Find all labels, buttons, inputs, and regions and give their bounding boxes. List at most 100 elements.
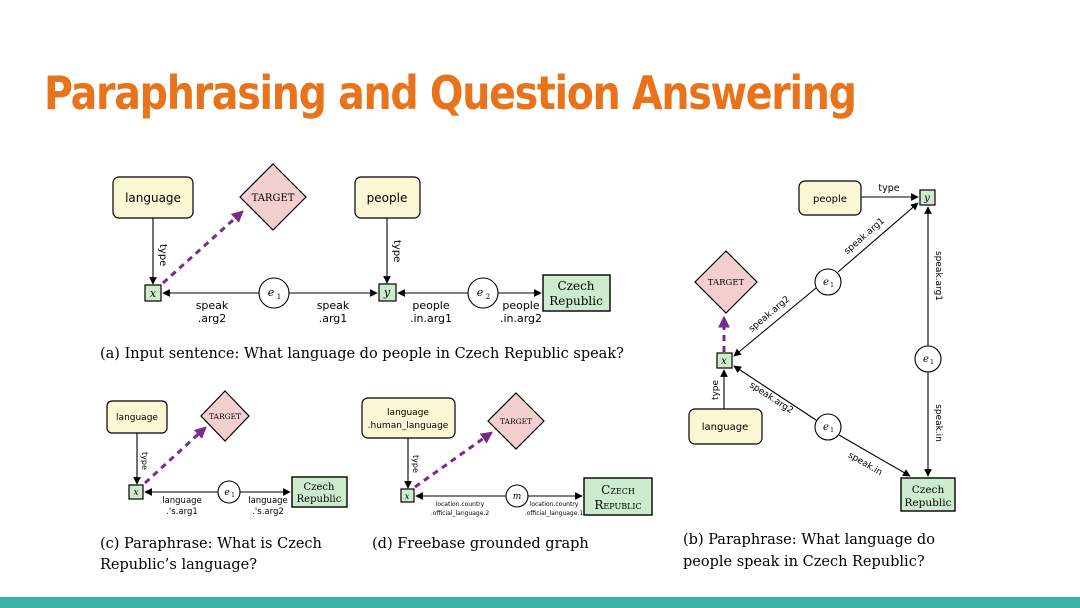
node-e1-a: e 1 [258,277,290,309]
edge-target-dashed-a [161,210,244,285]
node-people-b: people [798,180,862,216]
svg-text:Republic: Republic [297,494,342,505]
svg-text:speak: speak [196,299,229,312]
node-language-c: language [106,400,168,434]
node-people-a-label: people [367,191,408,205]
node-target-a-label: TARGET [252,193,295,204]
edge-target-dashed-d [414,431,493,489]
svg-text:people: people [412,299,450,312]
svg-text:1: 1 [930,359,934,366]
svg-text:.'s.arg1: .'s.arg1 [166,507,198,517]
edge-speak-arg2-lower-b [733,365,817,421]
node-language-a-label: language [125,191,181,205]
svg-text:x: x [721,356,727,367]
node-e1-right-b: e 1 [914,345,942,373]
svg-text:speak.arg1: speak.arg1 [933,251,943,301]
node-e1-c: e 1 [217,480,241,504]
svg-text:type: type [878,183,899,194]
svg-text:TARGET: TARGET [500,417,532,426]
node-m-d: m [505,484,529,508]
svg-text:m: m [513,492,522,502]
svg-text:x: x [133,488,138,498]
slide-title: Paraphrasing and Question Answering [44,66,857,120]
node-czech-republic-a: Czech Republic [542,274,611,312]
node-czech-republic-b: Czech Republic [900,477,956,512]
caption-c-line1: (c) Paraphrase: What is Czech [100,536,322,552]
svg-text:TARGET: TARGET [209,412,241,421]
svg-text:y: y [923,193,930,204]
footer-bar [0,597,1080,608]
svg-text:.arg2: .arg2 [198,312,227,325]
svg-text:Czech: Czech [601,483,635,497]
svg-text:e: e [477,286,484,299]
caption-a: (a) Input sentence: What language do peo… [100,346,624,362]
svg-text:speak.in: speak.in [846,451,884,479]
node-y-a: y [378,283,397,302]
edge-speak-arg2-upper-b [733,287,817,357]
node-target-a: TARGET [239,163,307,231]
svg-text:e: e [224,488,229,498]
svg-text:people: people [502,299,540,312]
diagram-d: language .human_language TARGET x m Czec… [361,392,653,552]
svg-text:language: language [162,496,202,506]
svg-text:speak.arg2: speak.arg2 [747,295,792,335]
svg-text:1: 1 [231,492,235,499]
svg-text:y: y [383,286,391,299]
edge-speak-arg1-diag-b [837,202,919,273]
svg-text:.official_language.1: .official_language.1 [525,510,584,517]
svg-text:language: language [387,408,429,418]
svg-text:2: 2 [486,293,490,301]
edge-target-dashed-c [143,426,207,485]
svg-text:e: e [823,277,829,288]
diagram-c: language TARGET x e 1 Czech Republic typ… [100,390,348,573]
node-target-c: TARGET [200,390,250,442]
svg-text:type: type [411,455,420,473]
svg-text:.official_language.2: .official_language.2 [431,510,490,517]
svg-text:Czech: Czech [912,484,945,496]
node-e1-bottom-b: e 1 [814,413,842,441]
svg-text:1: 1 [830,427,834,434]
svg-text:Republic: Republic [905,497,952,509]
svg-text:type: type [140,452,149,470]
svg-text:x: x [405,492,410,502]
svg-text:Republic: Republic [594,498,641,512]
svg-text:TARGET: TARGET [708,278,745,288]
node-e1-top-b: e 1 [814,268,842,296]
node-x-a: x [144,284,162,302]
svg-text:language: language [248,496,288,506]
svg-text:location.country: location.country [530,501,579,508]
svg-text:.'s.arg2: .'s.arg2 [252,507,284,517]
svg-text:people: people [813,194,847,205]
svg-text:.in.arg2: .in.arg2 [500,312,542,325]
caption-b-line2: people speak in Czech Republic? [683,554,925,570]
svg-text:Republic: Republic [549,294,603,308]
caption-c-line2: Republic’s language? [100,557,257,573]
svg-text:speak.arg1: speak.arg1 [843,216,887,256]
node-e2-a: e 2 [467,277,499,309]
svg-text:1: 1 [830,282,834,289]
caption-d: (d) Freebase grounded graph [372,536,589,552]
svg-text:location.country: location.country [436,501,485,508]
svg-text:type: type [391,240,402,262]
svg-text:type: type [711,379,721,400]
node-czech-republic-d: Czech Republic [583,477,653,516]
node-x-c: x [128,484,144,500]
node-y-b: y [919,189,936,206]
node-target-d: TARGET [487,392,545,450]
svg-text:.human_language: .human_language [368,421,449,431]
svg-text:e: e [923,354,929,365]
node-x-b: x [716,352,733,369]
caption-b-line1: (b) Paraphrase: What language do [683,532,935,548]
node-target-b: TARGET [694,250,758,314]
svg-text:language: language [116,413,158,423]
diagram-b: people y TARGET x language e 1 e 1 [683,180,956,570]
svg-text:Czech: Czech [557,279,594,293]
node-x-d: x [400,488,415,503]
svg-text:.arg1: .arg1 [319,312,348,325]
diagram-a: language TARGET people x y e 1 e 2 [100,163,624,362]
node-language-a: language [112,176,194,219]
svg-text:x: x [150,287,157,300]
svg-text:speak: speak [317,299,350,312]
svg-text:1: 1 [277,293,281,301]
